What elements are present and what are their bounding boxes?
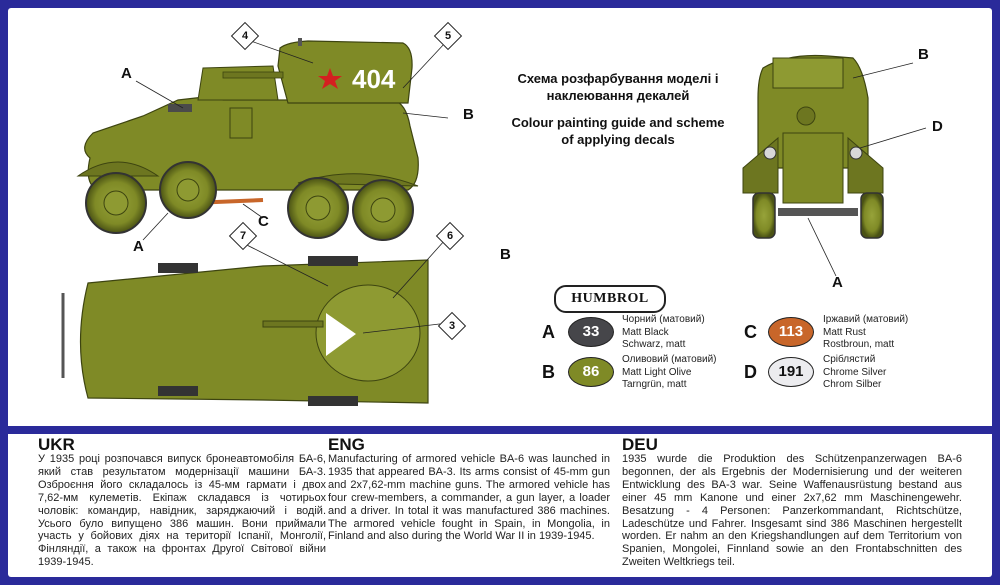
right-headlight <box>849 146 863 160</box>
paint-c-swatch: 113 <box>768 317 814 347</box>
paint-d-letter: D <box>744 362 757 382</box>
front-hub <box>103 190 129 216</box>
eng-guide-title: Colour painting guide and scheme of appl… <box>511 115 725 147</box>
antenna-post <box>298 38 302 46</box>
left-headlight <box>763 146 777 160</box>
paint-a-letter: A <box>542 322 555 342</box>
paint-a-desc: Чорний (матовий) Matt Black Schwarz, mat… <box>622 314 705 350</box>
paint-c-letter: C <box>744 322 757 342</box>
callout-a-front: A <box>832 274 843 291</box>
side-gun <box>222 71 284 79</box>
paint-d-swatch: 191 <box>768 357 814 387</box>
eng-title: ENG <box>328 435 365 454</box>
top-tire-1 <box>158 263 198 273</box>
content-panel: 404 <box>8 8 992 577</box>
callout-c: C <box>258 213 269 230</box>
callout-b-front: B <box>918 46 929 63</box>
callout-a-bottom: A <box>133 238 144 255</box>
paint-b-desc: Оливовий (матовий) Matt Light Olive Tarn… <box>622 354 717 390</box>
ukr-title: UKR <box>38 435 75 454</box>
callout-b-top: B <box>500 246 511 263</box>
front-turret <box>772 57 844 89</box>
callout-d: D <box>932 118 943 135</box>
white-triangle-decal <box>326 313 356 356</box>
top-turret <box>315 284 421 382</box>
deu-title: DEU <box>622 435 658 454</box>
side-hatch <box>229 107 253 139</box>
callout-b-side: B <box>463 106 474 123</box>
eng-text: Manufacturing of armored vehicle BA-6 wa… <box>328 453 610 543</box>
paint-b-letter: B <box>542 362 555 382</box>
top-tire-2 <box>158 386 198 396</box>
side-view: 404 <box>76 38 449 241</box>
vehicle-drawings: 404 <box>61 38 927 406</box>
front-view <box>742 54 927 277</box>
deu-text: 1935 wurde die Produktion des Schützenpa… <box>622 453 962 569</box>
top-tire-3 <box>308 256 358 266</box>
side-turret <box>277 40 413 104</box>
middle-hub <box>176 178 200 202</box>
paint-b-swatch: 86 <box>568 357 614 387</box>
top-view <box>61 237 449 406</box>
front-bumper <box>778 208 858 216</box>
front-left-wheel <box>752 192 776 239</box>
top-gun <box>262 320 324 328</box>
ukr-text: У 1935 році розпочався випуск бронеавтом… <box>38 453 326 569</box>
front-radiator-armor <box>782 132 844 204</box>
side-mg <box>168 104 192 112</box>
section-divider <box>8 426 992 434</box>
paint-d-desc: Сріблястий Chrome Silver Chrom Silber <box>823 354 887 390</box>
front-fender <box>76 161 160 177</box>
ukr-guide-title: Схема розфарбування моделі і наклеювання… <box>517 71 719 103</box>
paint-c-desc: Іржавий (матовий) Matt Rust Rostbroun, m… <box>823 314 909 350</box>
front-right-wheel <box>860 192 884 239</box>
top-tire-4 <box>308 396 358 406</box>
callout-a-top: A <box>121 65 132 82</box>
rear-hub-2 <box>370 197 396 223</box>
turret-number-text: 404 <box>352 64 396 94</box>
front-gun-mantlet <box>796 106 816 126</box>
red-star-icon <box>318 68 342 89</box>
side-cab <box>197 65 279 101</box>
humbrol-logo: HUMBROL <box>554 285 666 313</box>
rear-hub-1 <box>305 195 331 221</box>
paint-a-swatch: 33 <box>568 317 614 347</box>
